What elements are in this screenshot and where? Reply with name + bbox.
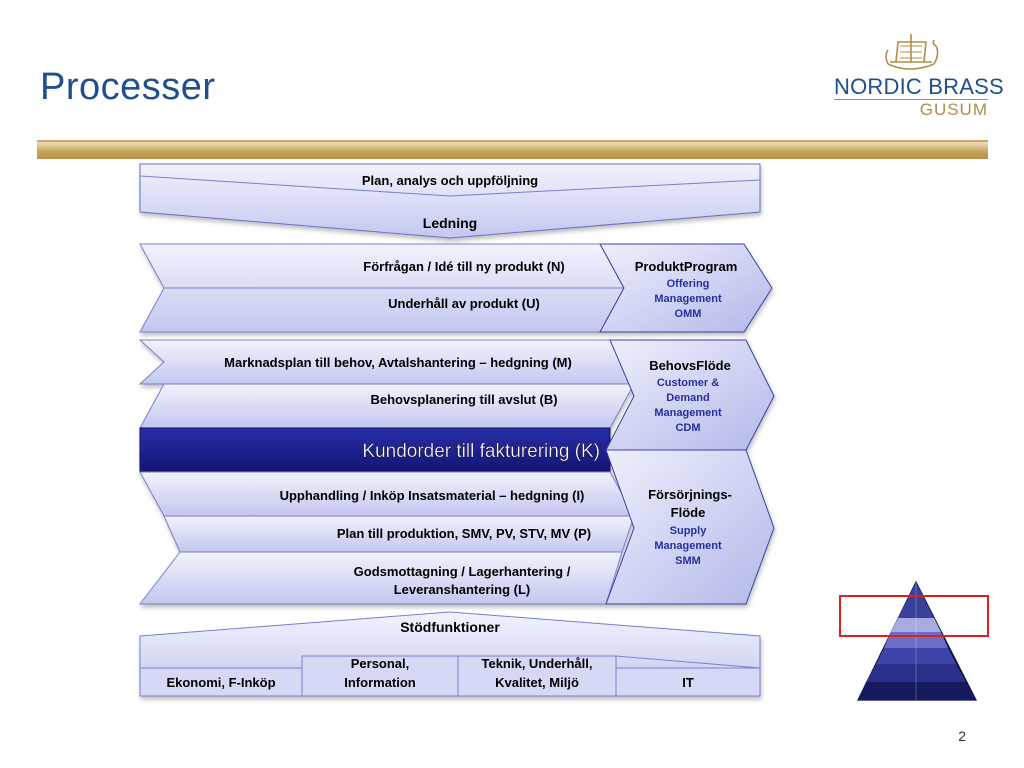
- logo-sub-text: GUSUM: [919, 100, 988, 119]
- group3-side-sub-2: Management: [654, 540, 722, 552]
- group2-side-title: BehovsFlöde: [649, 358, 731, 373]
- header-gold-line: [37, 140, 988, 142]
- support-cell-personal-1: Personal,: [351, 656, 410, 671]
- group2-side-sub-2: Demand: [666, 392, 709, 404]
- group3-row-3a: Godsmottagning / Lagerhantering /: [354, 564, 571, 579]
- group3-side-title-1: Försörjnings-: [648, 487, 732, 502]
- support-cell-teknik-1: Teknik, Underhåll,: [481, 656, 592, 671]
- group1-process: [139, 243, 773, 333]
- group2-side-sub-3: Management: [654, 407, 722, 419]
- group3-row-2: Plan till produktion, SMV, PV, STV, MV (…: [337, 526, 591, 541]
- group2-side-sub-4: CDM: [675, 422, 700, 434]
- page-number: 2: [958, 728, 966, 744]
- group2-row-1: Marknadsplan till behov, Avtalshantering…: [224, 355, 572, 370]
- group3-side-sub-3: SMM: [675, 555, 701, 567]
- group2-row-2: Behovsplanering till avslut (B): [370, 392, 557, 407]
- group3-row-3b: Leveranshantering (L): [394, 582, 531, 597]
- group2-3-process: [138, 339, 775, 605]
- support-cell-it: IT: [682, 675, 694, 690]
- group1-side-sub-3: OMM: [675, 308, 702, 320]
- top-plan-ledning: [139, 163, 761, 239]
- top-ledning-label: Ledning: [423, 215, 477, 231]
- pyramid-highlight-frame: [839, 595, 989, 637]
- support-cell-personal-2: Information: [344, 675, 416, 690]
- highlight-process-label: Kundorder till fakturering (K): [362, 441, 600, 462]
- top-plan-label: Plan, analys och uppföljning: [362, 173, 538, 188]
- group1-row-1: Förfrågan / Idé till ny produkt (N): [363, 259, 565, 274]
- viking-ship-icon: [885, 34, 939, 70]
- pyramid-icon: [857, 580, 977, 701]
- group2-side-sub-1: Customer &: [657, 377, 719, 389]
- group1-side-title: ProduktProgram: [635, 259, 738, 274]
- company-logo: NORDIC BRASS GUSUM: [830, 28, 1004, 124]
- group1-row-2: Underhåll av produkt (U): [388, 296, 540, 311]
- logo-rule: [834, 99, 988, 100]
- header-gold-bar: [37, 140, 988, 159]
- support-cell-ekonomi: Ekonomi, F-Inköp: [166, 675, 275, 690]
- logo-brand-text: NORDIC BRASS: [834, 74, 1004, 99]
- support-title: Stödfunktioner: [400, 619, 500, 635]
- group1-side-sub-1: Offering: [667, 278, 710, 290]
- group3-side-title-2: Flöde: [671, 505, 706, 520]
- support-cell-teknik-2: Kvalitet, Miljö: [495, 675, 579, 690]
- group3-row-1: Upphandling / Inköp Insatsmaterial – hed…: [280, 488, 585, 503]
- support-functions: [139, 611, 761, 697]
- group3-side-sub-1: Supply: [670, 525, 708, 537]
- slide-title: Processer: [40, 66, 216, 108]
- group1-side-sub-2: Management: [654, 293, 722, 305]
